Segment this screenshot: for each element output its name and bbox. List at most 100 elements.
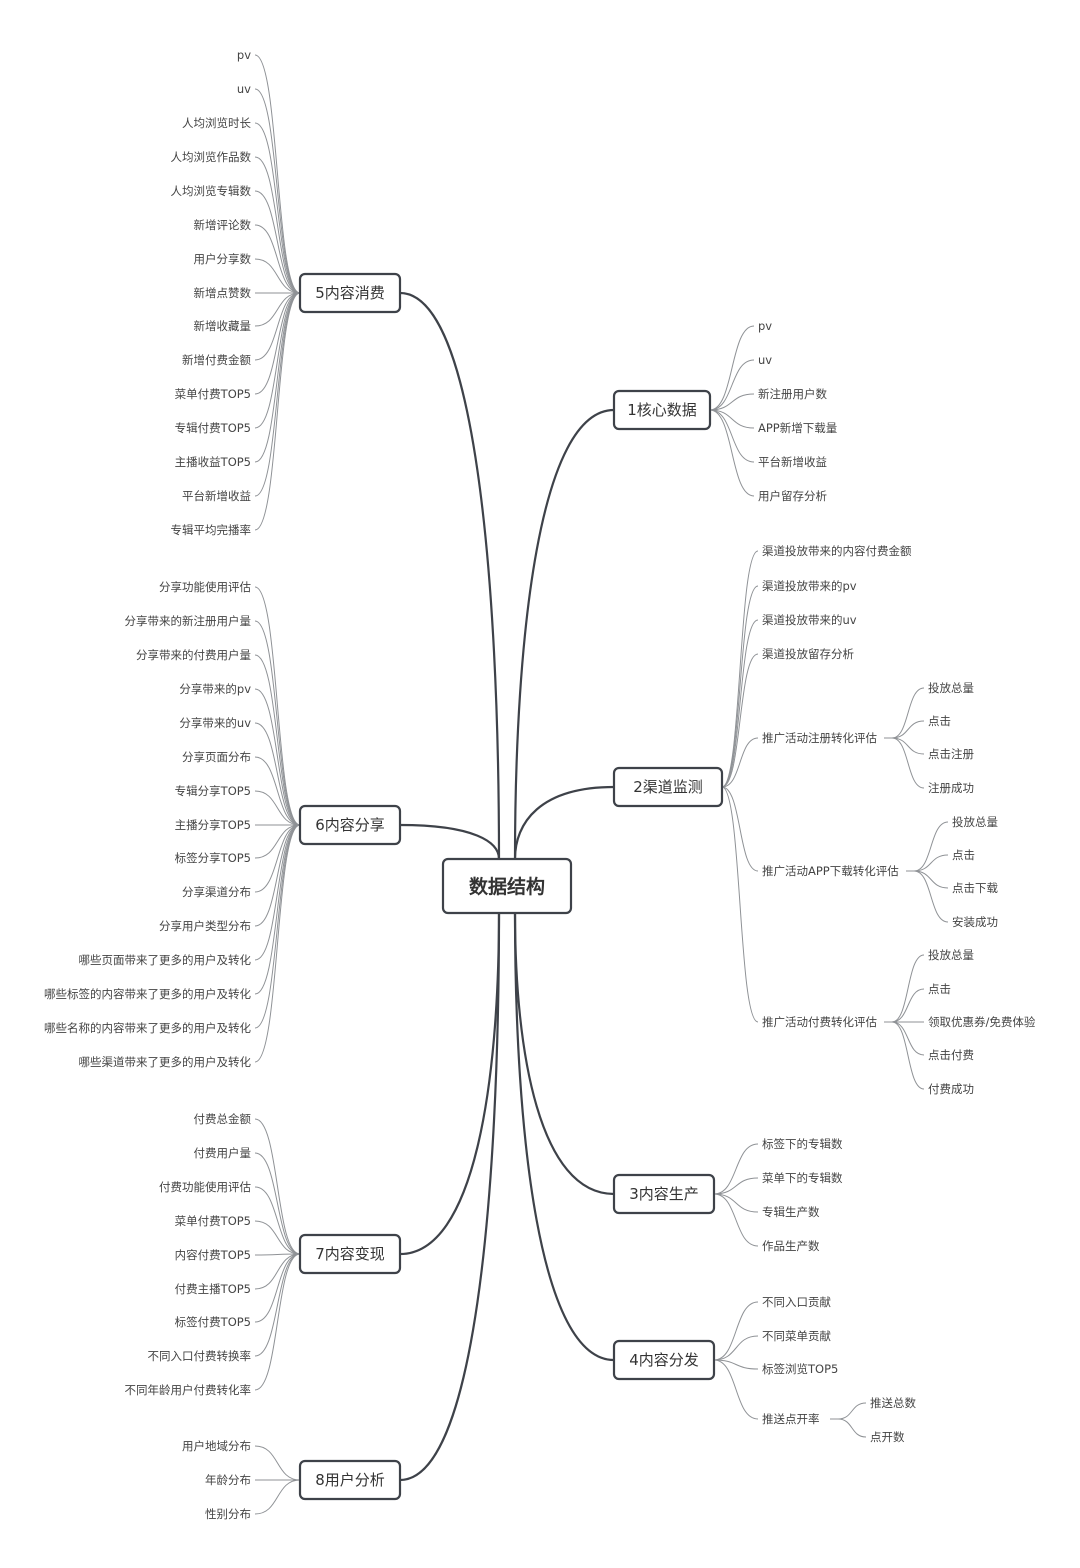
link-b3-3 — [713, 1193, 759, 1247]
branch-b1[interactable]: 1核心数据 — [612, 389, 712, 431]
leaf-b1-5: 用户留存分析 — [758, 489, 827, 503]
leaf-b8-1: 年龄分布 — [205, 1473, 251, 1487]
leaf-b6-6: 专辑分享TOP5 — [175, 784, 251, 798]
leaf-labels: pvuv新注册用户数APP新增下载量平台新增收益用户留存分析渠道投放带来的内容付… — [44, 48, 1036, 1521]
leaf-b6-3: 分享带来的pv — [179, 682, 251, 696]
leaf-b4-2: 标签浏览TOP5 — [762, 1362, 838, 1376]
leaf-b5-1: uv — [237, 82, 251, 96]
link-b2-4-1 — [891, 720, 925, 739]
leaf-b2-2: 渠道投放带来的uv — [762, 613, 857, 627]
link-b8-0 — [254, 1445, 301, 1481]
link-b2-6-1 — [891, 988, 925, 1023]
branch-b2[interactable]: 2渠道监测 — [612, 766, 724, 808]
branch-b8[interactable]: 8用户分析 — [298, 1459, 402, 1501]
link-b5-0 — [254, 54, 301, 294]
branch-b4-box — [612, 1339, 716, 1381]
link-b2-4-2 — [891, 737, 925, 755]
leaf-b5-0: pv — [237, 48, 251, 62]
leaf-b2-4: 推广活动注册转化评估 — [762, 731, 877, 745]
link-b5-5 — [254, 224, 301, 294]
link-b4-3-0 — [837, 1402, 867, 1420]
leaf-b6-5: 分享页面分布 — [182, 750, 251, 764]
leaf-b1-1: uv — [758, 353, 772, 367]
branch-b8-box — [298, 1459, 402, 1501]
leaf-b7-7: 不同入口付费转换率 — [148, 1349, 252, 1363]
leaf-b4-3-1: 点开数 — [870, 1430, 905, 1444]
branch-b7[interactable]: 7内容变现 — [298, 1233, 402, 1275]
link-b6-10 — [254, 824, 301, 927]
link-b6-2 — [254, 654, 301, 826]
link-b2-6-0 — [891, 954, 925, 1023]
leaf-b1-2: 新注册用户数 — [758, 387, 827, 401]
link-b1-0 — [709, 325, 755, 411]
leaf-b7-5: 付费主播TOP5 — [175, 1282, 251, 1296]
branch-b3-label: 3内容生产 — [629, 1185, 699, 1203]
link-b4-0 — [713, 1301, 759, 1361]
link-b2-6-4 — [891, 1021, 925, 1090]
leaf-b1-0: pv — [758, 319, 772, 333]
leaf-b2-5-3: 安装成功 — [952, 915, 998, 929]
link-b5-12 — [254, 292, 301, 463]
link-b1-1 — [709, 359, 755, 411]
connector-lines — [254, 54, 949, 1515]
branch-b2-label: 2渠道监测 — [633, 778, 703, 796]
topic-nodes: 1核心数据 2渠道监测 3内容生产 4内容分发 5内容消费 6内容分享 7内容变现 8用户分析… — [298, 272, 724, 1501]
link-b4-3-1 — [837, 1418, 867, 1438]
link-b5-8 — [254, 292, 301, 327]
root-link-b1 — [513, 408, 615, 860]
link-b2-4-0 — [891, 687, 925, 739]
link-b2-5-0 — [913, 821, 949, 872]
leaf-b7-0: 付费总金额 — [194, 1112, 252, 1126]
leaf-b6-1: 分享带来的新注册用户量 — [125, 614, 252, 628]
root-node[interactable]: 数据结构 — [441, 857, 573, 915]
link-b7-2 — [254, 1186, 301, 1255]
leaf-b2-6-0: 投放总量 — [928, 948, 974, 962]
link-b2-1 — [721, 585, 759, 788]
leaf-b1-3: APP新增下载量 — [758, 421, 837, 435]
leaf-b3-2: 专辑生产数 — [762, 1205, 820, 1219]
link-b2-0 — [721, 550, 759, 788]
leaf-b7-8: 不同年龄用户付费转化率 — [125, 1383, 252, 1397]
leaf-b6-9: 分享渠道分布 — [182, 885, 251, 899]
leaf-b5-12: 主播收益TOP5 — [175, 455, 251, 469]
link-b5-1 — [254, 88, 301, 294]
link-b4-2 — [713, 1359, 759, 1370]
leaf-b4-0: 不同入口贡献 — [762, 1295, 831, 1309]
root-node-box — [441, 857, 573, 915]
branch-b3[interactable]: 3内容生产 — [612, 1173, 716, 1215]
branch-b6[interactable]: 6内容分享 — [298, 804, 402, 846]
link-b6-13 — [254, 824, 301, 1029]
leaf-b5-6: 用户分享数 — [194, 252, 252, 266]
link-b7-1 — [254, 1152, 301, 1255]
link-b6-4 — [254, 722, 301, 826]
link-b5-14 — [254, 292, 301, 531]
leaf-b6-14: 哪些渠道带来了更多的用户及转化 — [79, 1055, 252, 1069]
leaf-b6-2: 分享带来的付费用户量 — [136, 648, 251, 662]
link-b1-5 — [709, 409, 755, 497]
branch-b5[interactable]: 5内容消费 — [298, 272, 402, 314]
leaf-b2-6-3: 点击付费 — [928, 1048, 974, 1062]
link-b5-10 — [254, 292, 301, 395]
branch-b4-label: 4内容分发 — [629, 1351, 699, 1369]
leaf-b6-12: 哪些标签的内容带来了更多的用户及转化 — [44, 987, 251, 1001]
leaf-b2-6-4: 付费成功 — [928, 1082, 974, 1096]
branch-b4[interactable]: 4内容分发 — [612, 1339, 716, 1381]
leaf-b7-6: 标签付费TOP5 — [175, 1315, 251, 1329]
root-link-b7 — [399, 912, 501, 1256]
leaf-b3-3: 作品生产数 — [762, 1239, 820, 1253]
leaf-b7-4: 内容付费TOP5 — [175, 1248, 251, 1262]
leaf-b4-3: 推送点开率 — [762, 1412, 820, 1426]
leaf-b7-1: 付费用户量 — [194, 1146, 252, 1160]
link-b7-0 — [254, 1118, 301, 1255]
branch-b3-box — [612, 1173, 716, 1215]
leaf-b6-13: 哪些名称的内容带来了更多的用户及转化 — [44, 1021, 251, 1035]
leaf-b1-4: 平台新增收益 — [758, 455, 827, 469]
leaf-b2-5-0: 投放总量 — [952, 815, 998, 829]
link-b7-3 — [254, 1220, 301, 1255]
link-b6-8 — [254, 824, 301, 859]
link-b4-1 — [713, 1335, 759, 1361]
link-b1-2 — [709, 393, 755, 411]
link-b2-5 — [721, 786, 759, 872]
branch-b5-box — [298, 272, 402, 314]
